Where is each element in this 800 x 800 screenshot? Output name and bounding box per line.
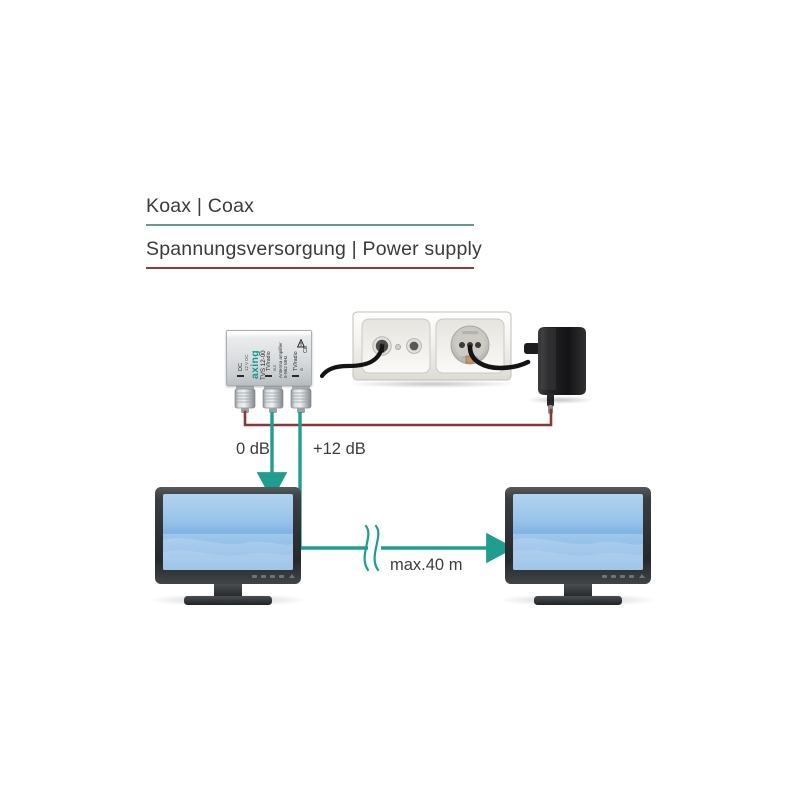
- callout-cable-length: max.40 m: [390, 556, 463, 574]
- antenna-cable: [319, 345, 385, 379]
- heading-power-supply-rule: [146, 266, 474, 269]
- cable-break-symbol: [363, 524, 380, 572]
- heading-koax-coax: Koax | Coax: [146, 195, 474, 226]
- connector-out-0db: [262, 383, 284, 413]
- callout-0db: 0 dB: [236, 440, 270, 458]
- antenna-amplifier: axing TVS 12-00 DC 12 V DC TV/radio out …: [226, 330, 312, 386]
- amplifier-port-dc-sub: 12 V DC: [244, 354, 249, 371]
- amplifier-port-out-sub: out: [272, 365, 277, 371]
- tv-right: [498, 487, 658, 606]
- wall-plate: [346, 311, 518, 388]
- warning-triangle-icon: [297, 339, 305, 348]
- connector-dc: [234, 383, 256, 413]
- connector-out-12db: [290, 383, 312, 413]
- tv-right-buttons: [602, 574, 645, 578]
- amplifier-connectors: [234, 383, 312, 413]
- tv-left-buttons: [252, 574, 295, 578]
- tv-left: [148, 487, 308, 606]
- heading-koax-coax-text: Koax | Coax: [146, 195, 255, 217]
- antenna-cable-plug: [379, 346, 385, 353]
- amplifier-port-in-sub: in: [299, 367, 304, 371]
- amplifier-spec-range: 5-862 MHz: [283, 355, 288, 378]
- dc-power-line: [243, 408, 553, 427]
- heading-power-supply-text: Spannungsversorgung | Power supply: [146, 238, 482, 260]
- heading-power-supply: Spannungsversorgung | Power supply: [146, 238, 482, 269]
- callout-12db: +12 dB: [313, 440, 366, 458]
- heading-koax-coax-rule: [146, 223, 474, 226]
- power-supply-adapter: [524, 327, 594, 414]
- mains-cable: [467, 344, 531, 371]
- signal-line-12db-vertical: [298, 412, 368, 550]
